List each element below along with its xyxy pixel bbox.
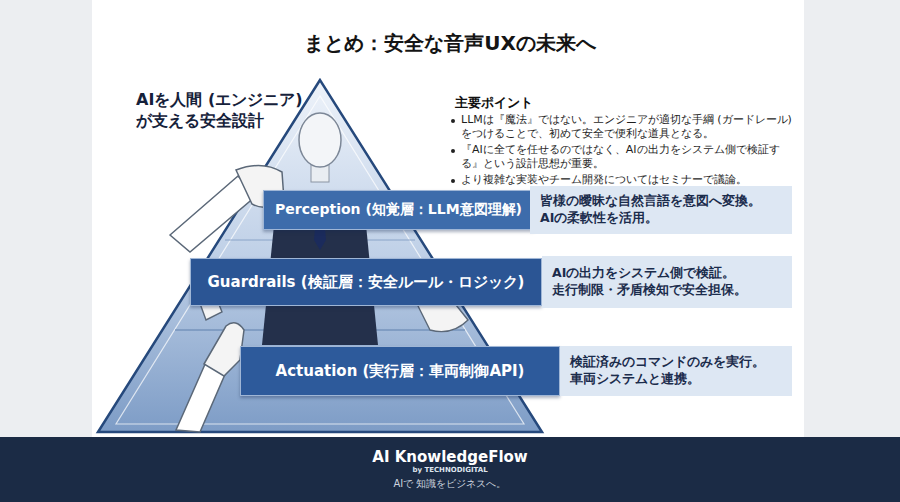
label-box: AIを人間 (エンジニア) が支える安全設計 <box>136 90 311 132</box>
layer-description: AIの出力をシステム側で検証。走行制限・矛盾検知で安全担保。 <box>542 256 792 308</box>
layer-description: 皆様の曖昧な自然言語を意図へ変換。AIの柔軟性を活用。 <box>530 186 792 234</box>
bullet-item: LLMは『魔法』ではない。エンジニアが適切な手綱 (ガードレール) をつけること… <box>450 113 800 141</box>
points-heading: 主要ポイント <box>455 95 655 111</box>
bullet-dot <box>451 149 455 153</box>
footer-text: AIで 知識をビジネスへ。 <box>394 476 507 491</box>
side-heading: AIを人間 (エンジニア) が支える安全設計 <box>136 90 311 132</box>
description-text: AIの出力をシステム側で検証。 <box>552 265 784 282</box>
bullet-item: 『AIに全てを任せるのではなく、AIの出力をシステム側で検証する』という設計思想… <box>450 143 800 171</box>
footer-text: by TECHNODIGITAL <box>412 466 487 475</box>
bullet-text: LLMは『魔法』ではない。エンジニアが適切な手綱 (ガードレール) をつけること… <box>461 113 800 141</box>
description-text: 検証済みのコマンドのみを実行。 <box>570 354 784 371</box>
footer-text: AI KnowledgeFlow <box>372 448 527 466</box>
bullet-text: より複雑な実装やチーム開発についてはセミナーで議論。 <box>461 173 800 187</box>
title: まとめ：安全な音声UXの未来へ <box>0 30 900 57</box>
layer-band: Guardrails (検証層：安全ルール・ロジック) <box>190 258 542 306</box>
layer-band: Actuation (実行層：車両制御API) <box>240 346 560 396</box>
label-box: 主要ポイント <box>455 95 655 111</box>
layer-name: Perception (知覚層：LLM意図理解) <box>275 201 522 219</box>
description-text: 皆様の曖昧な自然言語を意図へ変換。 <box>540 193 784 210</box>
layer-name: Guardrails (検証層：安全ルール・ロジック) <box>208 273 525 292</box>
bullet-text: 『AIに全てを任せるのではなく、AIの出力をシステム側で検証する』という設計思想… <box>461 143 800 171</box>
bullet-dot <box>451 179 455 183</box>
bullet-dot <box>451 119 455 123</box>
layer-band: Perception (知覚層：LLM意図理解) <box>263 190 534 230</box>
description-text: 車両システムと連携。 <box>570 371 784 388</box>
layer-description: 検証済みのコマンドのみを実行。車両システムと連携。 <box>560 346 792 396</box>
layer-name: Actuation (実行層：車両制御API) <box>276 362 525 381</box>
bullet-item: より複雑な実装やチーム開発についてはセミナーで議論。 <box>450 173 800 187</box>
description-text: AIの柔軟性を活用。 <box>540 210 784 227</box>
description-text: 走行制限・矛盾検知で安全担保。 <box>552 282 784 299</box>
footer-band: AI KnowledgeFlowby TECHNODIGITALAIで 知識をビ… <box>0 437 900 502</box>
